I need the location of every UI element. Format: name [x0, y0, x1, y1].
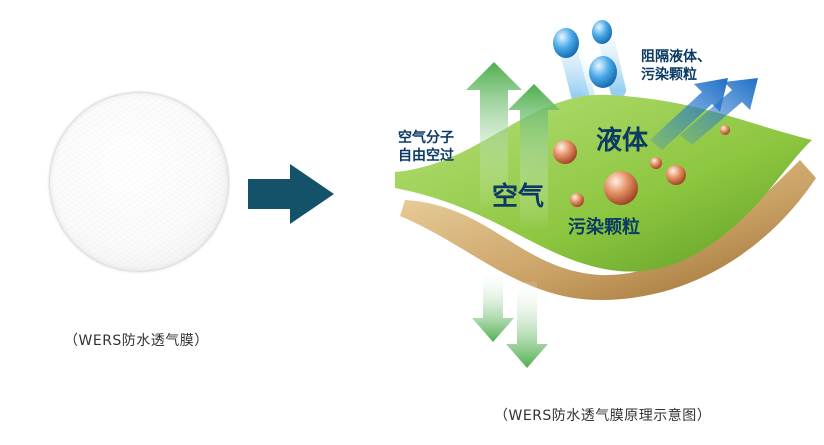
air-passes-line1: 空气分子 [398, 130, 454, 146]
air-down-arrows-icon [472, 272, 548, 368]
air-passes-line2: 自由空过 [398, 148, 454, 164]
particles-label: 污染颗粒 [568, 217, 640, 238]
block-line1: 阻隔液体、 [641, 49, 711, 65]
block-line2: 污染颗粒 [641, 67, 697, 83]
membrane-sample-disc [50, 93, 228, 271]
water-drop-icons [553, 20, 617, 88]
right-arrow-icon [248, 164, 334, 224]
block-label: 阻隔液体、 污染颗粒 [641, 48, 711, 84]
air-up-arrows-icon [466, 62, 560, 230]
membrane-texture [50, 93, 228, 271]
left-caption: （WERS防水透气膜） [64, 333, 209, 349]
air-label: 空气 [492, 182, 545, 212]
right-caption: （WERS防水透气膜原理示意图） [494, 408, 712, 424]
base-fabric-layer [400, 160, 816, 300]
blocked-liquid-arrows-icon [650, 78, 758, 150]
liquid-label: 液体 [596, 126, 649, 156]
air-passes-label: 空气分子 自由空过 [398, 129, 454, 165]
particle-icons [553, 125, 730, 207]
membrane-principle-diagram [395, 1, 816, 368]
